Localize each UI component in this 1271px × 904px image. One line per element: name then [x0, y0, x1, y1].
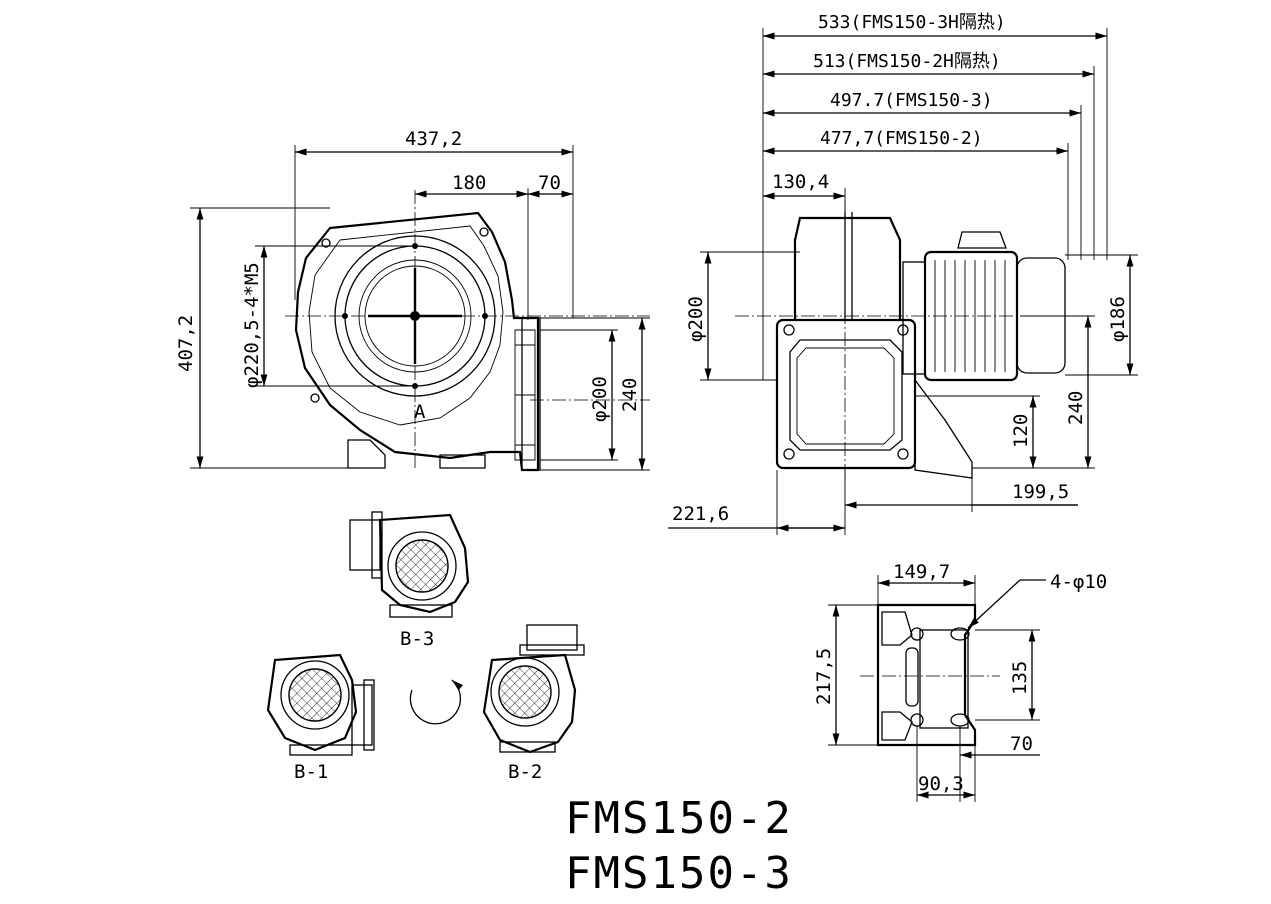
- model-title-line-1: FMS150-2: [565, 793, 793, 844]
- section-mark-a: A: [414, 401, 426, 423]
- orientation-b3: B-3: [349, 511, 470, 650]
- label-b3: B-3: [400, 628, 434, 650]
- dim-bolt-circle: φ220,5-4*M5: [241, 262, 263, 388]
- dim-497: 497.7(FMS150-3): [830, 90, 993, 111]
- label-b1: B-1: [294, 761, 328, 783]
- orientation-b1: B-1: [266, 653, 375, 783]
- side-view: 533(FMS150-3H隔热) 513(FMS150-2H隔热) 497.7(…: [668, 12, 1138, 535]
- orientation-b2: B-2: [482, 624, 585, 783]
- dim-533: 533(FMS150-3H隔热): [818, 12, 1006, 33]
- dim-437: 437,2: [405, 128, 462, 150]
- dim-221: 221,6: [672, 503, 729, 525]
- dim-180: 180: [452, 172, 486, 194]
- dim-513: 513(FMS150-2H隔热): [813, 51, 1001, 72]
- rotation-arrow-icon: [409, 679, 464, 725]
- dim-motor-dia: φ186: [1107, 296, 1129, 342]
- dim-120: 120: [1010, 414, 1032, 448]
- dim-outlet-240: 240: [619, 378, 641, 412]
- base-view: 149,7 4-φ10 217,5 135 70 90,3: [813, 561, 1107, 802]
- dim-90: 90,3: [918, 773, 964, 795]
- front-view: 437,2 180 70 407,2 φ220,5-4*M5 φ200 240 …: [175, 128, 650, 472]
- holes-callout: 4-φ10: [1050, 571, 1107, 593]
- model-title-line-2: FMS150-3: [565, 848, 793, 899]
- dim-149: 149,7: [893, 561, 950, 583]
- dim-70-base: 70: [1010, 733, 1033, 755]
- label-b2: B-2: [508, 761, 542, 783]
- dim-130: 130,4: [772, 171, 829, 193]
- dim-70-front: 70: [538, 172, 561, 194]
- dim-407: 407,2: [175, 315, 197, 372]
- dim-240-side: 240: [1065, 391, 1087, 425]
- dim-inlet-dia: φ200: [685, 296, 707, 342]
- dim-477: 477,7(FMS150-2): [820, 128, 983, 149]
- dim-135: 135: [1009, 661, 1031, 695]
- dim-199: 199,5: [1012, 481, 1069, 503]
- dim-outlet-dia: φ200: [589, 376, 611, 422]
- dim-217: 217,5: [813, 648, 835, 705]
